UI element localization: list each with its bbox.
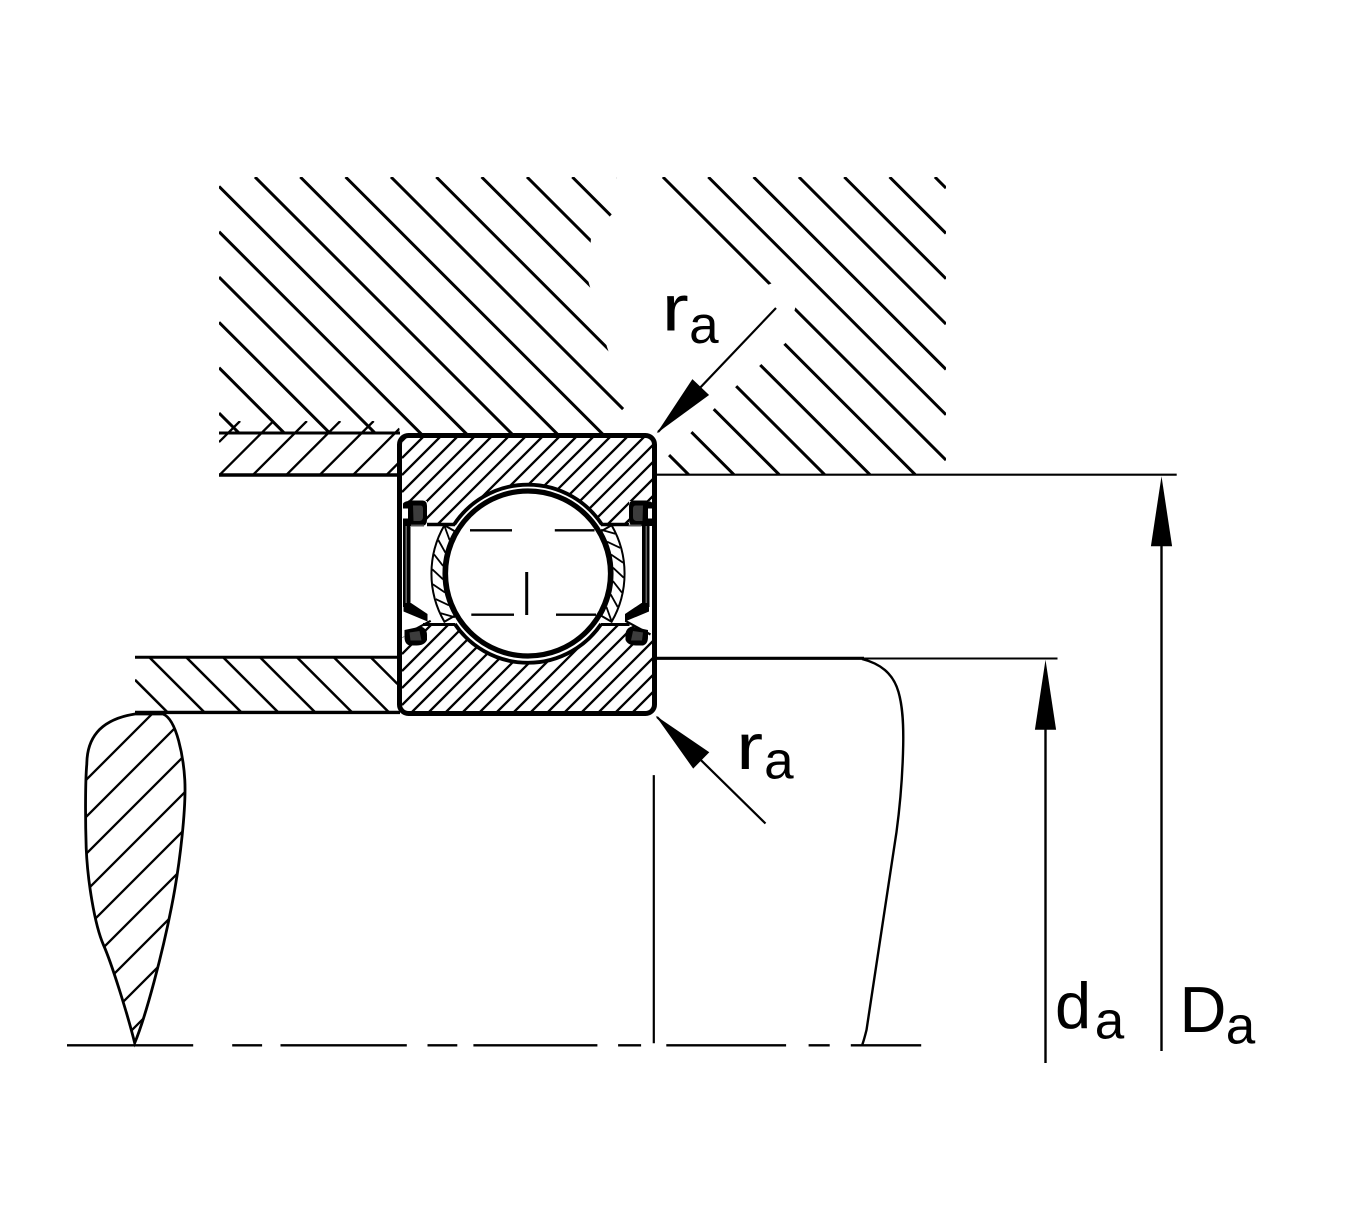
svg-text:a: a xyxy=(689,296,719,355)
svg-text:d: d xyxy=(1055,969,1091,1042)
svg-text:a: a xyxy=(1226,997,1256,1056)
svg-text:r: r xyxy=(736,710,763,783)
svg-text:D: D xyxy=(1180,973,1227,1046)
svg-text:a: a xyxy=(1095,992,1125,1051)
svg-text:r: r xyxy=(662,271,689,344)
svg-text:a: a xyxy=(764,731,794,790)
